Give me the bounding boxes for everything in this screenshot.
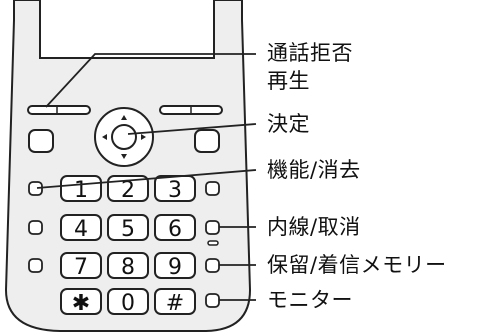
callout-line-enter xyxy=(127,123,257,135)
up-arrow-icon xyxy=(121,115,127,120)
left-button-row2[interactable] xyxy=(28,220,43,235)
label-monitor: モニター xyxy=(267,288,353,312)
display-window xyxy=(39,0,215,59)
indicator-slot xyxy=(207,240,219,246)
key-8[interactable] xyxy=(107,252,149,279)
hold-button[interactable] xyxy=(205,258,220,273)
label-play: 再生 xyxy=(267,69,310,93)
down-arrow-icon xyxy=(121,154,127,159)
key-9[interactable] xyxy=(154,252,196,279)
key-2-label: 2 xyxy=(121,178,135,203)
label-function-delete: 機能/消去 xyxy=(267,158,361,182)
key-4[interactable] xyxy=(60,214,102,241)
keypad: 1 2 3 4 5 6 7 8 9 ✱ 0 # xyxy=(60,175,196,316)
right-button-row1[interactable] xyxy=(205,181,220,196)
key-1[interactable] xyxy=(60,175,102,202)
key-6[interactable] xyxy=(154,214,196,241)
key-5-label: 5 xyxy=(121,217,135,242)
function-button[interactable] xyxy=(28,181,43,196)
left-arrow-icon xyxy=(102,134,107,140)
key-1-label: 1 xyxy=(74,178,88,203)
key-0-label: 0 xyxy=(121,291,135,316)
talk-button[interactable] xyxy=(28,129,54,153)
key-hash[interactable] xyxy=(154,288,196,315)
right-arrow-icon xyxy=(141,134,146,140)
key-3-label: 3 xyxy=(168,178,182,203)
label-hold-ringer-off-memory: 保留/着信メモリー xyxy=(267,253,447,277)
label-call-reject: 通話拒否 xyxy=(267,41,353,65)
callout-line-function xyxy=(36,169,257,189)
label-intercom-cancel: 内線/取消 xyxy=(267,215,361,239)
key-star[interactable] xyxy=(60,288,102,315)
key-star-label: ✱ xyxy=(72,291,90,316)
left-button-row3[interactable] xyxy=(28,258,43,273)
callout-lines xyxy=(36,53,257,301)
intercom-button[interactable] xyxy=(205,220,220,235)
navigation-pad[interactable] xyxy=(94,107,154,167)
off-button[interactable] xyxy=(194,129,220,153)
key-6-label: 6 xyxy=(168,217,182,242)
callout-line-call-reject xyxy=(45,53,256,108)
key-5[interactable] xyxy=(107,214,149,241)
key-8-label: 8 xyxy=(121,255,135,280)
key-hash-label: # xyxy=(166,291,184,316)
key-7-label: 7 xyxy=(74,255,88,280)
key-4-label: 4 xyxy=(74,217,88,242)
left-soft-key[interactable] xyxy=(27,105,91,115)
key-2[interactable] xyxy=(107,175,149,202)
key-7[interactable] xyxy=(60,252,102,279)
key-0[interactable] xyxy=(107,288,149,315)
label-enter: 決定 xyxy=(267,112,310,136)
center-enter-button xyxy=(111,124,137,150)
key-9-label: 9 xyxy=(168,255,182,280)
monitor-button[interactable] xyxy=(205,293,220,308)
